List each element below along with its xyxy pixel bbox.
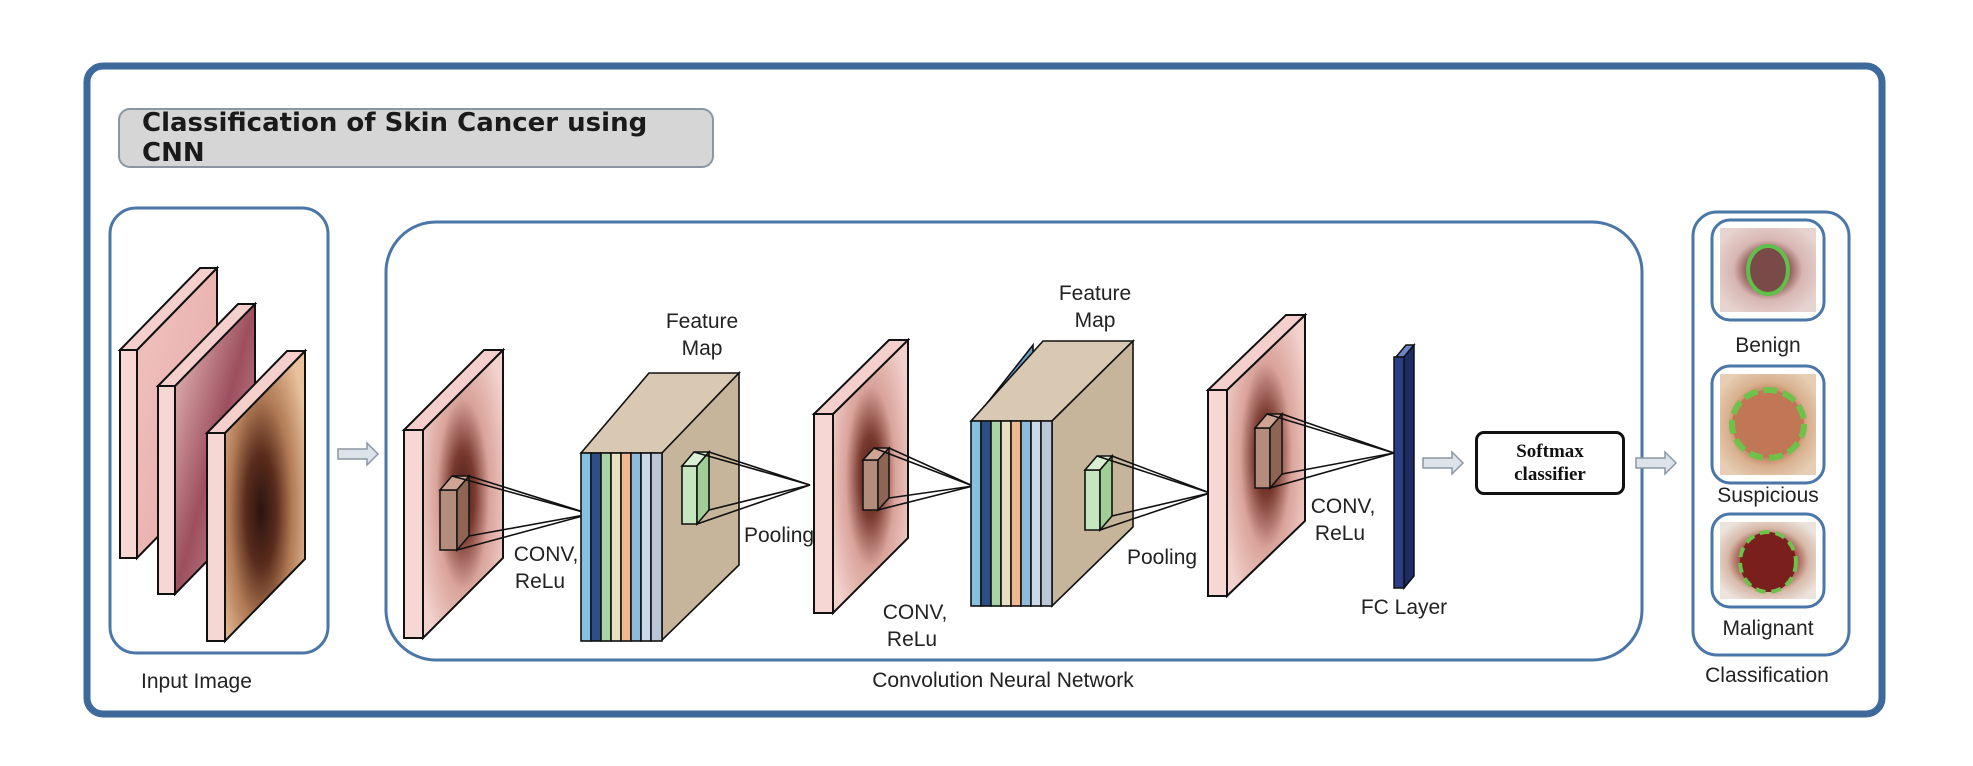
cnn-section-box (384, 220, 1644, 662)
fc-layer-label: FC Layer (1360, 596, 1448, 619)
softmax-classifier-box: Softmax classifier (1475, 431, 1625, 495)
input-image-3 (204, 348, 308, 644)
conv3-label-line2: ReLu (1314, 522, 1366, 545)
conv-slab-3 (1205, 312, 1395, 599)
conv3-label-line1: CONV, (1310, 495, 1376, 518)
arrow-fc-to-softmax (1422, 450, 1465, 476)
conv1-label-line2: ReLu (514, 570, 566, 593)
feature-map-2-label-line2: Map (1074, 309, 1116, 332)
class-label-suspicious: Suspicious (1717, 484, 1819, 507)
conv2-label-line2: ReLu (886, 628, 938, 651)
malignant-thumbnail (1710, 512, 1826, 609)
suspicious-thumbnail (1710, 364, 1826, 485)
feature-map-1-label-line1: Feature (665, 310, 739, 333)
fc-layer-bar (1393, 342, 1416, 591)
arrow-input-to-cnn (337, 441, 380, 467)
outer-frame (83, 62, 1886, 718)
cnn-section-label: Convolution Neural Network (872, 669, 1134, 692)
classification-label: Classification (1705, 664, 1829, 687)
classification-section-box (1691, 210, 1851, 657)
class-label-benign: Benign (1735, 334, 1801, 357)
conv-slab-2 (811, 337, 974, 616)
class-label-malignant: Malignant (1722, 617, 1814, 640)
feature-map-2 (969, 339, 1211, 608)
feature-map-1 (579, 371, 811, 642)
pooling-1-label: Pooling (744, 524, 815, 547)
diagram-title: Classification of Skin Cancer using CNN (118, 108, 714, 168)
conv2-label-line1: CONV, (882, 601, 948, 624)
conv1-label-line1: CONV, (513, 543, 579, 566)
feature-map-2-label-line1: Feature (1058, 282, 1132, 305)
benign-thumbnail (1710, 218, 1826, 322)
arrow-softmax-to-classes (1635, 450, 1678, 476)
conv-slab-1 (401, 347, 591, 641)
input-section-box (108, 206, 330, 655)
pooling-2-label: Pooling (1127, 546, 1198, 569)
softmax-label-line1: Softmax (1516, 441, 1584, 462)
feature-map-1-label-line2: Map (681, 337, 723, 360)
input-image-label: Input Image (141, 670, 252, 693)
softmax-label-line2: classifier (1514, 464, 1586, 485)
